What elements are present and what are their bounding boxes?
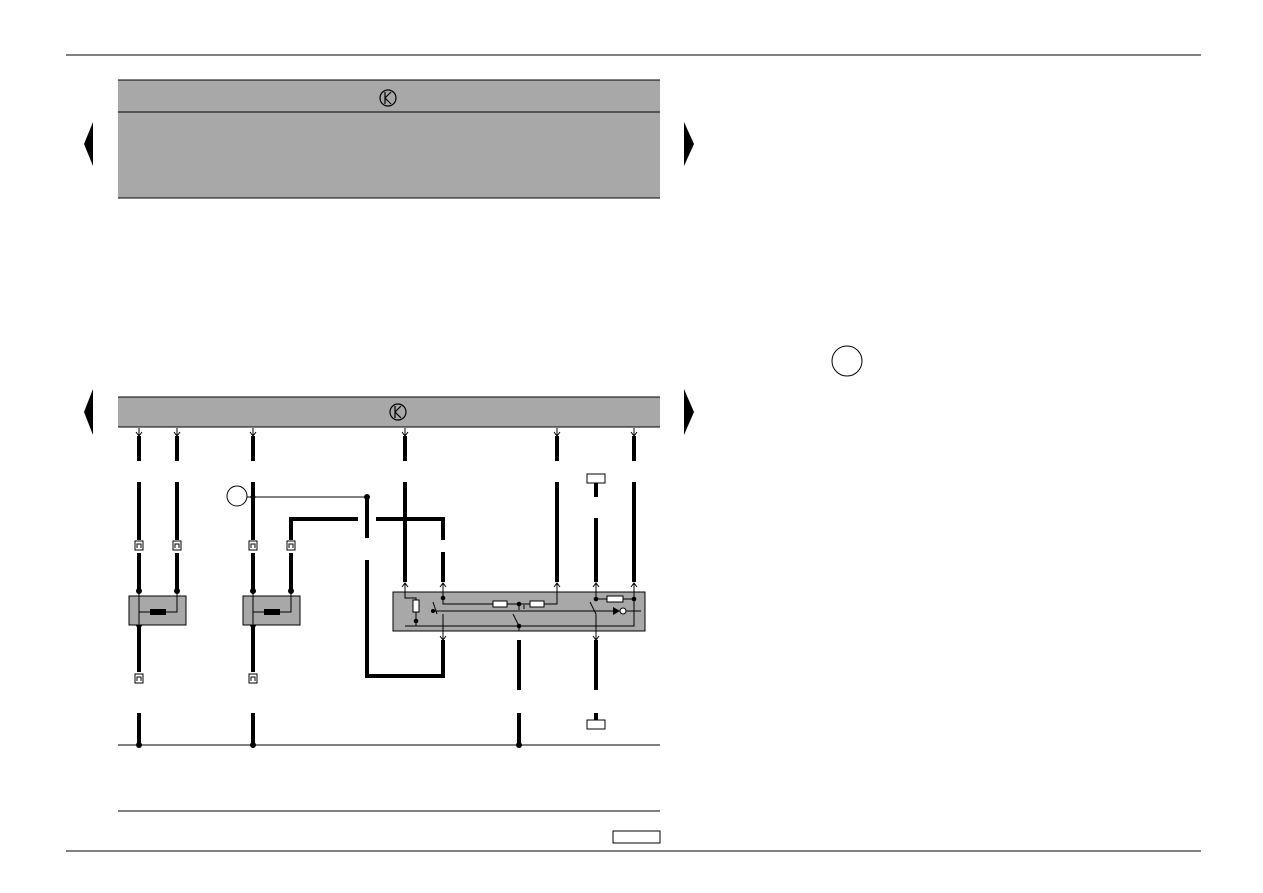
wire-markers [134,540,296,684]
next-page-bottom-triangle-right-icon[interactable] [684,389,694,435]
module-terminal-arrows [401,582,638,641]
resistor-relay-icon [264,609,280,615]
wiring [135,428,638,745]
control-module [392,591,646,632]
connector-bottom [586,719,606,730]
wire-marker-icon [134,673,144,684]
top-panel [118,79,660,199]
header-terminal-arrows [135,428,638,437]
connector-top [586,473,606,484]
next-page-top-triangle-right-icon[interactable] [684,122,694,166]
prev-page-bottom-triangle-left-icon[interactable] [84,389,93,435]
wire-4 [289,517,445,590]
top-panel-body [118,80,660,198]
callout-circle-large [831,345,863,377]
ground-symbol-icon [389,403,407,421]
wire-marker-icon [286,540,296,551]
resistor-relay-icon [150,609,166,615]
footer-code-box [612,830,661,844]
prev-page-top-triangle-left-icon[interactable] [84,122,93,166]
relay-left [128,591,187,626]
wire-marker-icon [248,673,258,684]
bottom-panel-header [118,396,660,428]
module-junctions [413,595,637,629]
wire-5 [365,497,445,678]
callout-circle-small [226,485,248,507]
ground-symbol-icon [379,89,397,107]
relay-mid [242,591,301,626]
junction-dots [136,494,522,748]
switch-module-icon [404,592,641,631]
wire-marker-icon [134,540,144,551]
wire-marker-icon [172,540,182,551]
wire-marker-icon [248,540,258,551]
